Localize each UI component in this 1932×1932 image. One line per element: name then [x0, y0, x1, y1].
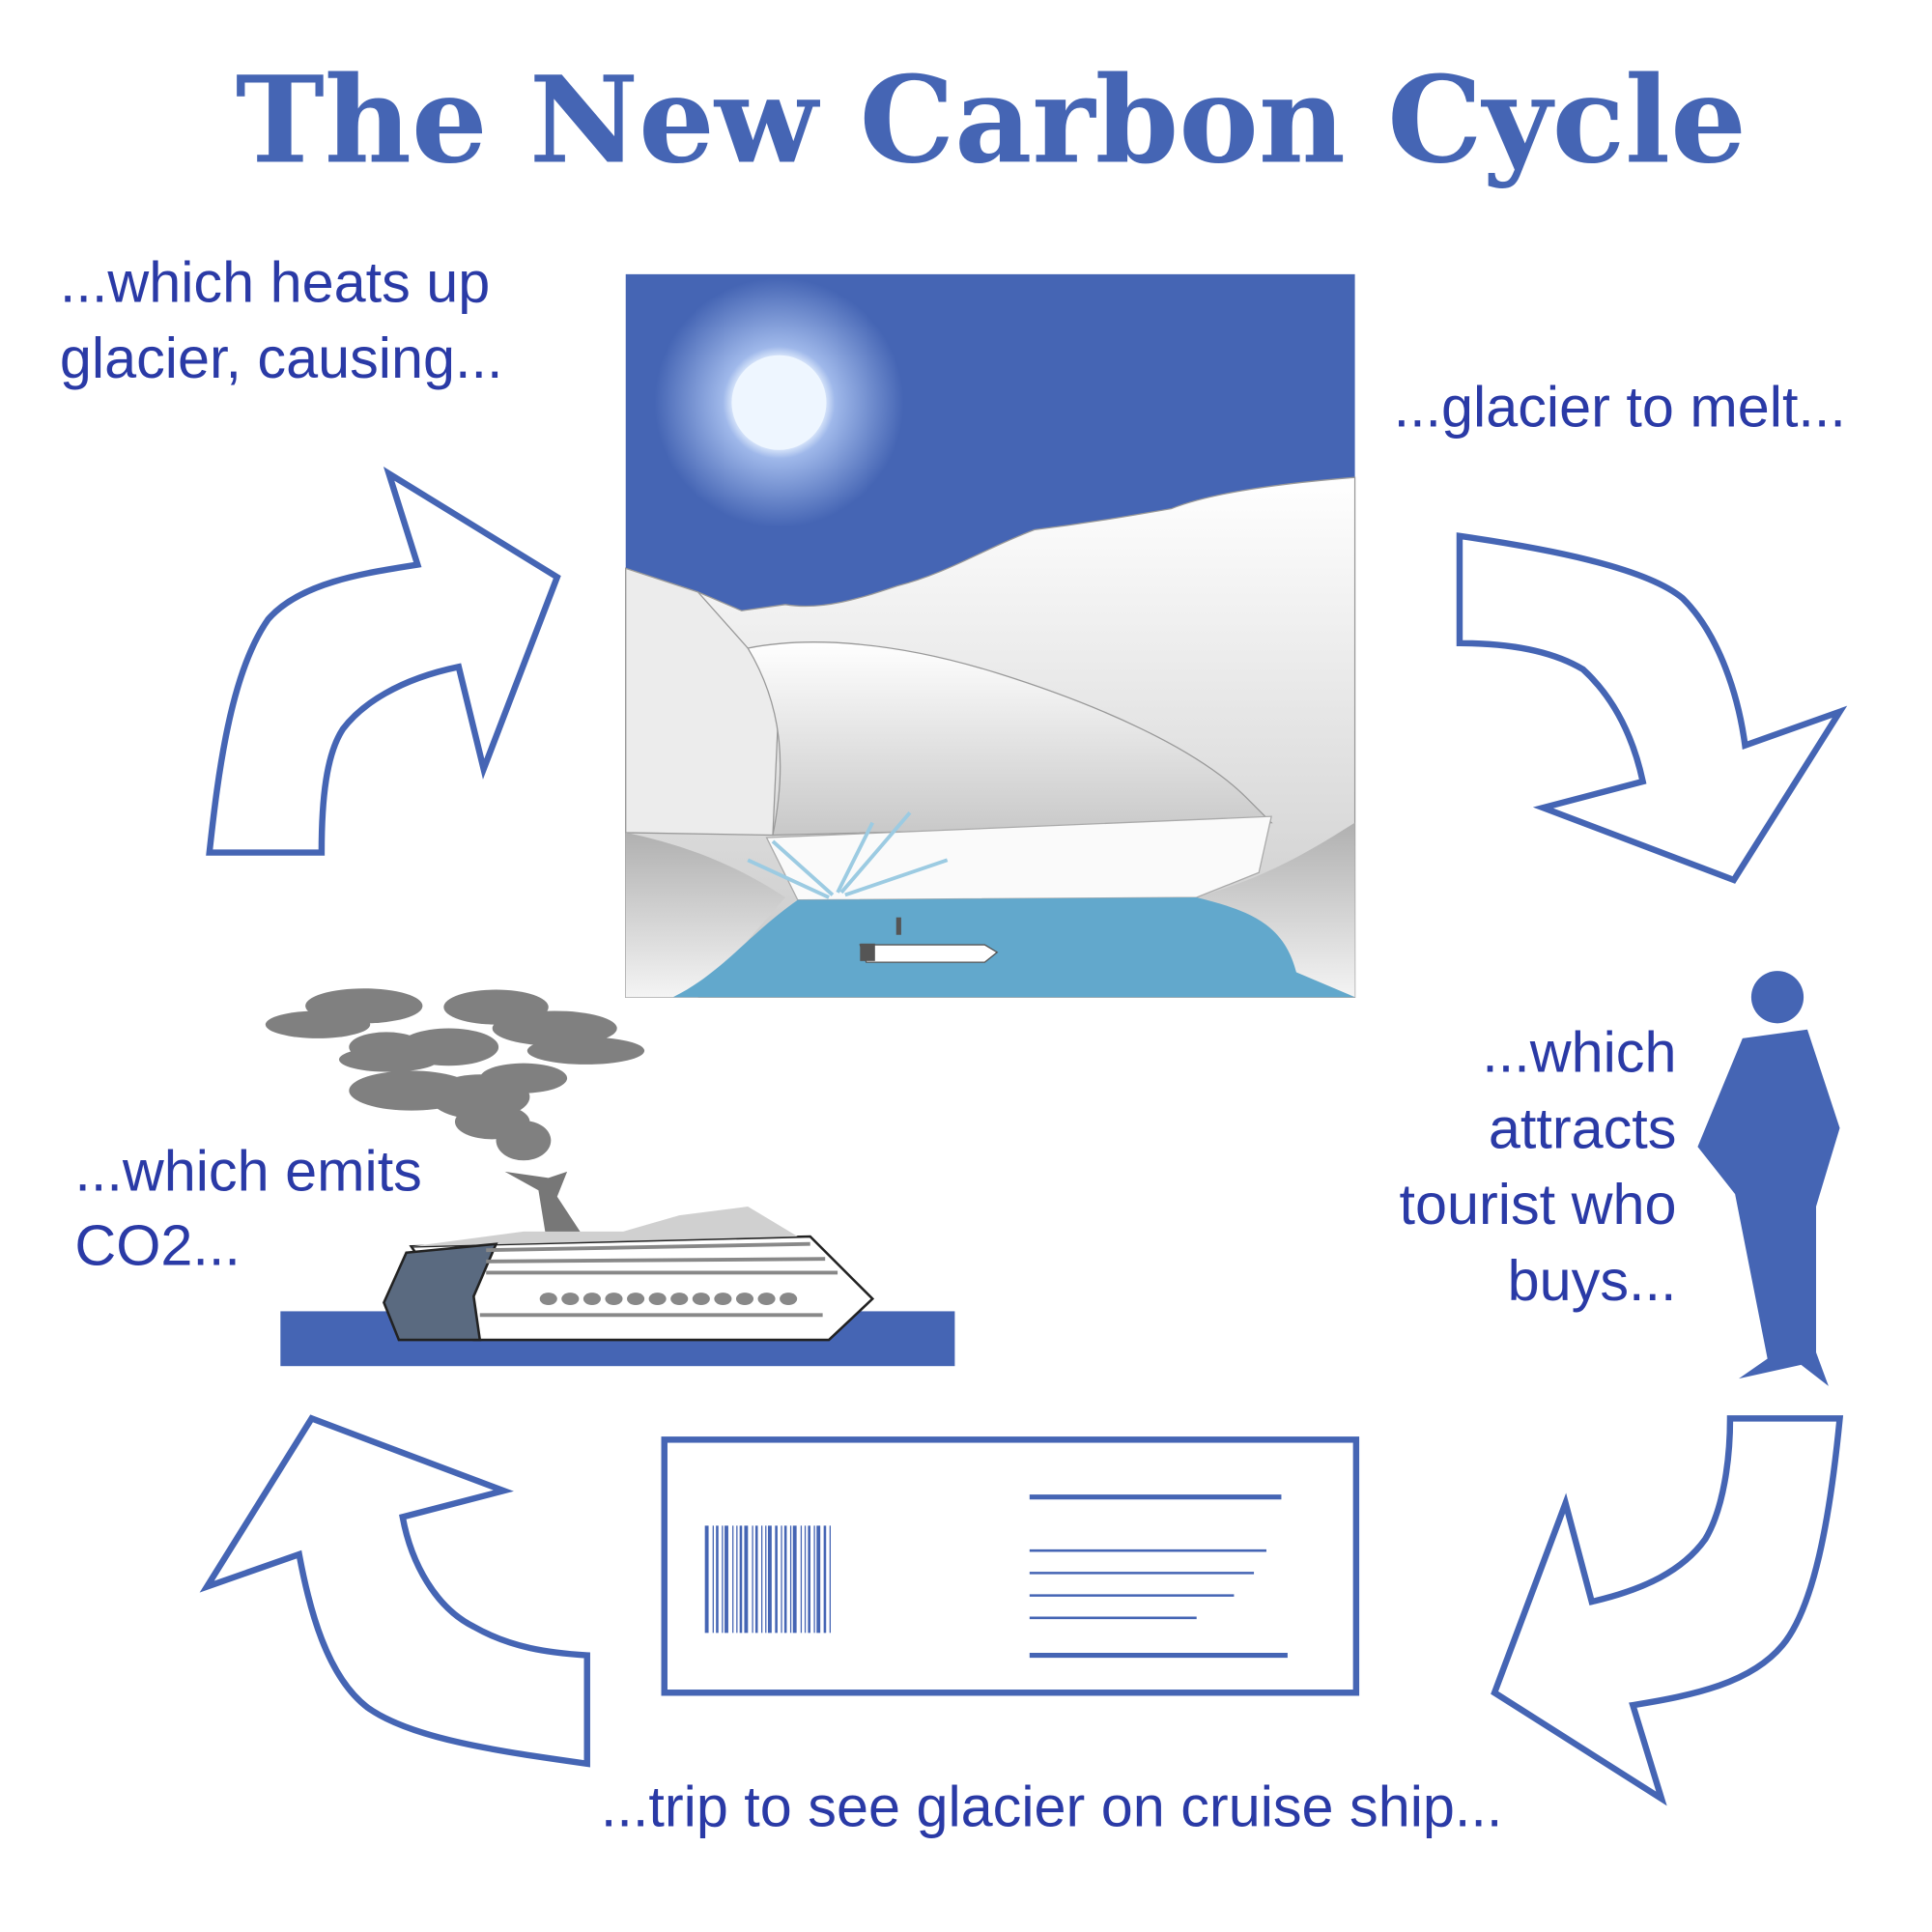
caption-heats-line2: glacier, causing... — [60, 326, 503, 390]
caption-trip: ...trip to see glacier on cruise ship... — [601, 1774, 1502, 1838]
caption-attracts-line4: buys... — [1508, 1248, 1677, 1313]
arrow-bottom-left-icon — [199, 1414, 590, 1768]
tourist-person-icon — [1697, 971, 1840, 1386]
porthole — [605, 1293, 623, 1305]
arrow-top-right-icon — [1456, 532, 1848, 884]
cruise-ticket-icon — [661, 1436, 1360, 1696]
porthole — [539, 1293, 557, 1305]
porthole — [648, 1293, 667, 1305]
porthole — [757, 1293, 776, 1305]
cruise-ship-icon — [280, 1171, 955, 1367]
barcode-icon — [704, 1525, 831, 1634]
porthole — [670, 1293, 689, 1305]
caption-attracts-line2: attracts — [1489, 1095, 1677, 1160]
arrow-bottom-right-icon — [1491, 1415, 1844, 1806]
porthole — [780, 1293, 798, 1305]
small-cruise-ship-icon — [859, 917, 999, 963]
arrow-top-left-icon — [206, 467, 561, 856]
caption-melt: ...glacier to melt... — [1394, 374, 1846, 439]
smoke-cloud-icon — [265, 988, 645, 1161]
porthole — [561, 1293, 580, 1305]
porthole — [582, 1293, 601, 1305]
caption-emits-line2: CO2... — [74, 1213, 240, 1278]
caption-attracts-line1: ...which — [1482, 1020, 1676, 1085]
caption-heats-line1: ...which heats up — [60, 249, 490, 314]
porthole — [735, 1293, 753, 1305]
porthole — [692, 1293, 710, 1305]
glacier-scene-image — [625, 273, 1356, 998]
porthole — [627, 1293, 645, 1305]
caption-emits-line1: ...which emits — [74, 1138, 421, 1203]
page-title: The New Carbon Cycle — [236, 51, 1747, 191]
caption-attracts-line3: tourist who — [1400, 1172, 1677, 1236]
porthole — [714, 1293, 732, 1305]
